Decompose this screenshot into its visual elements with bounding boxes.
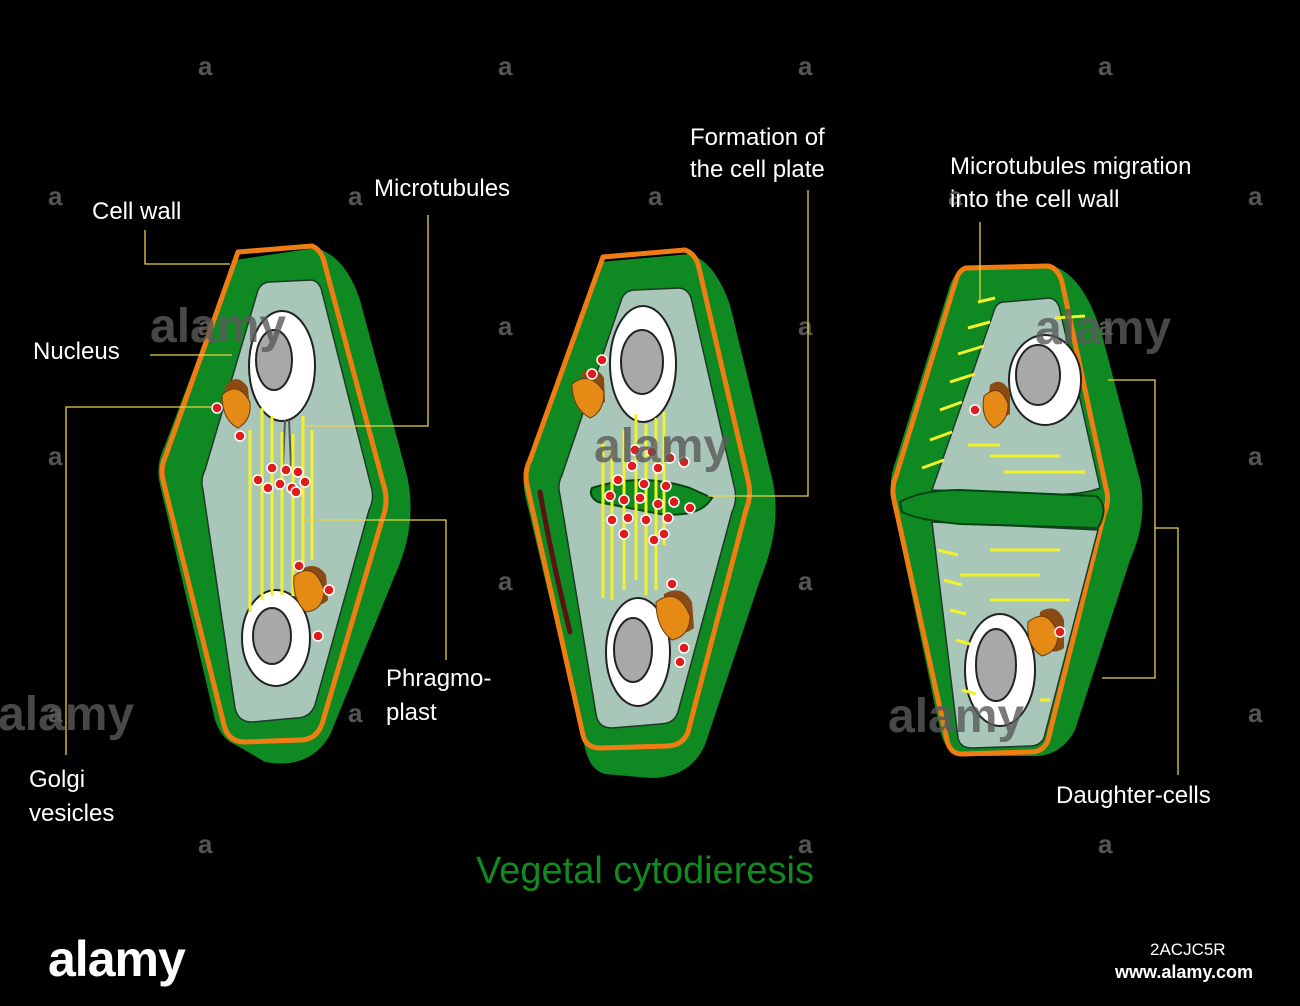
cell-1-wall — [159, 243, 389, 745]
watermark-letter: a — [198, 51, 213, 81]
cell-1-microtubules — [248, 408, 314, 612]
label-nucleus: Nucleus — [33, 338, 120, 365]
label-microtubules: Microtubules — [374, 175, 511, 202]
cell-1-vesicles — [211, 402, 335, 642]
watermark-word: alamy — [150, 300, 286, 353]
watermark-word: alamy — [594, 420, 730, 473]
watermark-letter: a — [348, 698, 363, 728]
cell-1-golgi-top — [221, 379, 251, 429]
label-golgi-line2: vesicles — [29, 800, 115, 827]
label-phragmo-line2: plast — [386, 699, 437, 726]
cell-2-wall-strand — [537, 489, 573, 635]
cell-3-golgi-bottom — [1027, 608, 1064, 657]
watermark-letter: a — [198, 829, 213, 859]
watermark-letter: a — [1248, 441, 1263, 471]
cell-2-golgi-top — [571, 369, 605, 419]
cell-1 — [158, 243, 411, 764]
cell-3 — [890, 263, 1143, 757]
watermark-letter: a — [948, 181, 963, 211]
cell-2-nucleolus-bottom — [613, 617, 653, 683]
watermark-letter: a — [1098, 311, 1113, 341]
watermark-letter: a — [48, 698, 63, 728]
watermark-letter: a — [798, 311, 813, 341]
alamy-logo: alamy — [48, 931, 186, 987]
cell-3-golgi-top — [982, 381, 1010, 429]
label-cell-wall: Cell wall — [92, 198, 182, 225]
cell-3-wall — [890, 263, 1111, 757]
watermark-letter: a — [498, 566, 513, 596]
watermark-letter: a — [798, 51, 813, 81]
cell-2 — [523, 247, 776, 778]
cell-2-nucleolus-top — [620, 329, 664, 395]
watermark-letter: a — [648, 181, 663, 211]
phragmoplast-leader — [304, 519, 447, 660]
label-phragmo-line1: Phragmo- — [386, 665, 492, 692]
diagram-caption: Vegetal cytodieresis — [476, 850, 814, 892]
leader-lines — [65, 190, 1179, 775]
golgi-leader — [65, 406, 212, 755]
cell-2-golgi-bottom — [655, 590, 694, 641]
cell-wall-leader — [144, 230, 230, 265]
label-migration-line2: into the cell wall — [950, 186, 1120, 213]
watermark-letter: a — [798, 829, 813, 859]
cell-3-nucleolus-bottom — [975, 628, 1017, 702]
daughter-cells-leader — [1102, 379, 1179, 775]
microtubules-leader — [304, 215, 429, 427]
watermark-letter: a — [48, 181, 63, 211]
cell-plate-leader — [708, 190, 809, 497]
cell-3-vesicles — [969, 404, 1066, 638]
watermark-letter: a — [498, 51, 513, 81]
watermark-letter: a — [1098, 51, 1113, 81]
cell-1-golgi-bottom — [293, 566, 328, 613]
watermark-letter: a — [498, 311, 513, 341]
watermark-word: alamy — [1035, 302, 1171, 355]
image-id: 2ACJC5R — [1150, 940, 1226, 959]
label-formation-line1: Formation of — [690, 124, 825, 151]
cell-2-wall — [523, 247, 753, 751]
watermark-letter: a — [798, 566, 813, 596]
label-migration-line1: Microtubules migration — [950, 153, 1192, 180]
watermark-word: alamy — [888, 690, 1024, 743]
alamy-url: www.alamy.com — [1115, 962, 1254, 982]
watermark-letter: a — [348, 181, 363, 211]
cell-1-nucleolus-top — [255, 329, 293, 391]
cell-1-nucleolus-bottom — [252, 607, 292, 665]
watermark-word: alamy — [0, 688, 134, 741]
cell-2-vesicles — [586, 354, 696, 668]
watermark-letter: a — [1098, 829, 1113, 859]
alamy-watermarks: alamy alamy alamy alamy alamy — [0, 300, 1171, 743]
cell-3-nucleolus-top — [1015, 344, 1061, 406]
label-golgi-line1: Golgi — [29, 766, 86, 793]
cell-3-division-plate — [898, 488, 1105, 530]
label-daughter-cells: Daughter-cells — [1056, 782, 1211, 809]
label-formation-line2: the cell plate — [690, 156, 825, 183]
watermark-letter: a — [1248, 698, 1263, 728]
watermark-letter: a — [1248, 181, 1263, 211]
watermark-letter: a — [48, 441, 63, 471]
